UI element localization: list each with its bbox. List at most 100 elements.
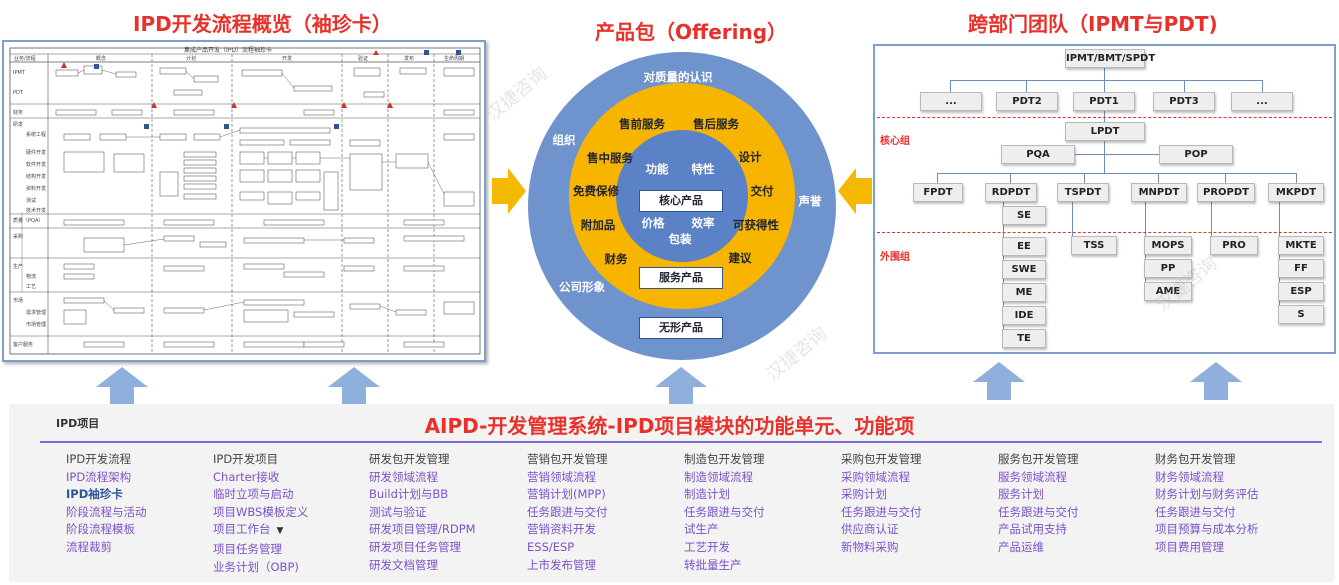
card-row-finance: 财务 xyxy=(13,110,24,116)
function-item[interactable]: 研发项目任务管理 xyxy=(369,539,461,554)
function-item[interactable]: 任务跟进与交付 xyxy=(1155,504,1236,519)
function-item[interactable]: 转批量生产 xyxy=(684,557,742,572)
function-item[interactable]: 上市发布管理 xyxy=(527,557,596,572)
function-item[interactable]: 业务计划（OBP) xyxy=(213,559,299,574)
function-item[interactable]: 项目费用管理 xyxy=(1155,539,1224,554)
org-tspdt[interactable]: TSPDT xyxy=(1057,183,1109,202)
function-item[interactable]: 采购领域流程 xyxy=(841,469,910,484)
function-item[interactable]: IPD流程架构 xyxy=(66,469,132,484)
card-sub-6: 技术开发 xyxy=(26,208,47,214)
org-fpdt[interactable]: FPDT xyxy=(913,183,963,202)
function-item[interactable]: 制造计划 xyxy=(684,487,730,502)
offering-inner-3: 效率 xyxy=(691,216,715,230)
function-item[interactable]: 任务跟进与交付 xyxy=(684,504,765,519)
org-pro[interactable]: PRO xyxy=(1210,236,1258,255)
function-item[interactable]: ESS/ESP xyxy=(527,539,575,554)
function-item[interactable]: 产品试用支持 xyxy=(998,522,1067,537)
org-rdpdt[interactable]: RDPDT xyxy=(985,183,1037,202)
team-section-title: 跨部门团队（IPMT与PDT) xyxy=(968,12,1218,36)
function-column-ipd-process: IPD开发流程 IPD流程架构 IPD袖珍卡 阶段流程与活动 阶段流程模板 流程… xyxy=(66,451,147,557)
org-ipmt[interactable]: IPMT/BMT/SPDT xyxy=(1065,49,1155,68)
card-row-market: 市场 xyxy=(13,298,24,304)
function-item[interactable]: 制造领域流程 xyxy=(684,469,753,484)
org-mnpdt[interactable]: MNPDT xyxy=(1131,183,1187,202)
function-item[interactable]: 营销领域流程 xyxy=(527,469,596,484)
function-item[interactable]: 财务计划与财务评估 xyxy=(1155,487,1259,502)
org-ee[interactable]: EE xyxy=(1002,237,1046,256)
org-tss[interactable]: TSS xyxy=(1071,236,1117,255)
org-pdt1[interactable]: PDT1 xyxy=(1073,92,1135,111)
function-item[interactable]: 财务领域流程 xyxy=(1155,469,1224,484)
function-item[interactable]: Charter接收 xyxy=(213,469,280,484)
function-item[interactable]: 供应商认证 xyxy=(841,522,899,537)
function-item[interactable]: 新物料采购 xyxy=(841,539,899,554)
org-se[interactable]: SE xyxy=(1002,206,1046,225)
function-item[interactable]: 任务跟进与交付 xyxy=(527,504,608,519)
arrow-left-icon xyxy=(838,168,872,214)
function-item[interactable]: 研发项目管理/RDPM xyxy=(369,522,476,537)
function-item[interactable]: 产品运维 xyxy=(998,539,1044,554)
org-te[interactable]: TE xyxy=(1002,329,1046,348)
org-ide[interactable]: IDE xyxy=(1002,306,1046,325)
org-swe[interactable]: SWE xyxy=(1002,260,1046,279)
org-pdt-ellipsis-left[interactable]: ... xyxy=(920,92,982,111)
up-arrow-icon xyxy=(1190,362,1242,400)
card-row-purchase: 采购 xyxy=(13,234,24,240)
card-grid-svg xyxy=(9,47,481,355)
function-item-dropdown[interactable]: 项目工作台▼ xyxy=(213,521,308,541)
function-item[interactable]: 项目预算与成本分析 xyxy=(1155,522,1259,537)
offering-mid-6: 附加品 xyxy=(580,218,616,232)
org-me[interactable]: ME xyxy=(1002,283,1046,302)
offering-outer-1: 组织 xyxy=(552,133,576,147)
function-item[interactable]: 研发领域流程 xyxy=(369,469,438,484)
function-item[interactable]: 任务跟进与交付 xyxy=(841,504,922,519)
org-propdt[interactable]: PROPDT xyxy=(1197,183,1255,202)
org-mkpdt[interactable]: MKPDT xyxy=(1268,183,1324,202)
function-item[interactable]: 营销资料开发 xyxy=(527,522,596,537)
org-ame[interactable]: AME xyxy=(1144,282,1192,301)
org-mkte[interactable]: MKTE xyxy=(1278,236,1324,255)
org-pp[interactable]: PP xyxy=(1144,259,1192,278)
card-header-title: 集成产品开发（IPD）流程袖珍卡 xyxy=(184,47,273,54)
org-ff[interactable]: FF xyxy=(1278,259,1324,278)
card-sub-9: 物流 xyxy=(26,274,37,280)
org-lpdt[interactable]: LPDT xyxy=(1065,122,1145,141)
org-pqa[interactable]: PQA xyxy=(1001,145,1075,164)
caret-down-icon: ▼ xyxy=(276,526,284,537)
column-heading: 采购包开发管理 xyxy=(841,452,922,466)
function-item[interactable]: 项目WBS模板定义 xyxy=(213,504,309,519)
function-item[interactable]: 任务跟进与交付 xyxy=(998,504,1079,519)
function-item[interactable]: 服务计划 xyxy=(998,487,1044,502)
org-pdt2[interactable]: PDT2 xyxy=(996,92,1058,111)
function-item[interactable]: 采购计划 xyxy=(841,487,887,502)
org-pdt-ellipsis-right[interactable]: ... xyxy=(1231,92,1293,111)
offering-mid-4: 免费保修 xyxy=(573,184,619,198)
org-mops[interactable]: MOPS xyxy=(1144,236,1192,255)
function-item[interactable]: 服务领域流程 xyxy=(998,469,1067,484)
function-item-selected[interactable]: IPD袖珍卡 xyxy=(66,487,123,502)
function-item[interactable]: 工艺开发 xyxy=(684,539,730,554)
ipd-pocket-card[interactable]: 集成产品开发（IPD）流程袖珍卡 业务/流程 概念 计划 开发 验证 发布 生命… xyxy=(2,40,486,362)
function-item[interactable]: 测试与验证 xyxy=(369,504,427,519)
card-section-title: IPD开发流程概览（袖珍卡） xyxy=(133,12,392,36)
function-item[interactable]: 临时立项与启动 xyxy=(213,487,294,502)
org-pdt3[interactable]: PDT3 xyxy=(1153,92,1215,111)
function-item[interactable]: 流程裁剪 xyxy=(66,539,112,554)
function-item[interactable]: Build计划与BB xyxy=(369,487,449,502)
org-s[interactable]: S xyxy=(1278,305,1324,324)
team-org-chart[interactable]: 核心组 外围组 IPMT/BMT/SPDT ... PDT2 PDT1 PDT3… xyxy=(873,44,1336,354)
function-item[interactable]: 研发文档管理 xyxy=(369,557,438,572)
function-item[interactable]: 项目任务管理 xyxy=(213,541,282,556)
org-esp[interactable]: ESP xyxy=(1278,282,1324,301)
function-item[interactable]: 阶段流程与活动 xyxy=(66,504,147,519)
outer-group-label: 外围组 xyxy=(880,252,910,263)
up-arrow-icon xyxy=(973,362,1025,400)
core-group-divider xyxy=(877,117,1332,118)
function-item[interactable]: 试生产 xyxy=(684,522,719,537)
function-column-marketing: 营销包开发管理 营销领域流程 营销计划(MPP) 任务跟进与交付 营销资料开发 … xyxy=(527,451,608,574)
card-sub-1: 硬件开发 xyxy=(26,150,47,156)
org-pop[interactable]: POP xyxy=(1159,145,1233,164)
function-item[interactable]: 阶段流程模板 xyxy=(66,522,135,537)
offering-rings-svg xyxy=(528,52,836,360)
function-item[interactable]: 营销计划(MPP) xyxy=(527,487,606,502)
